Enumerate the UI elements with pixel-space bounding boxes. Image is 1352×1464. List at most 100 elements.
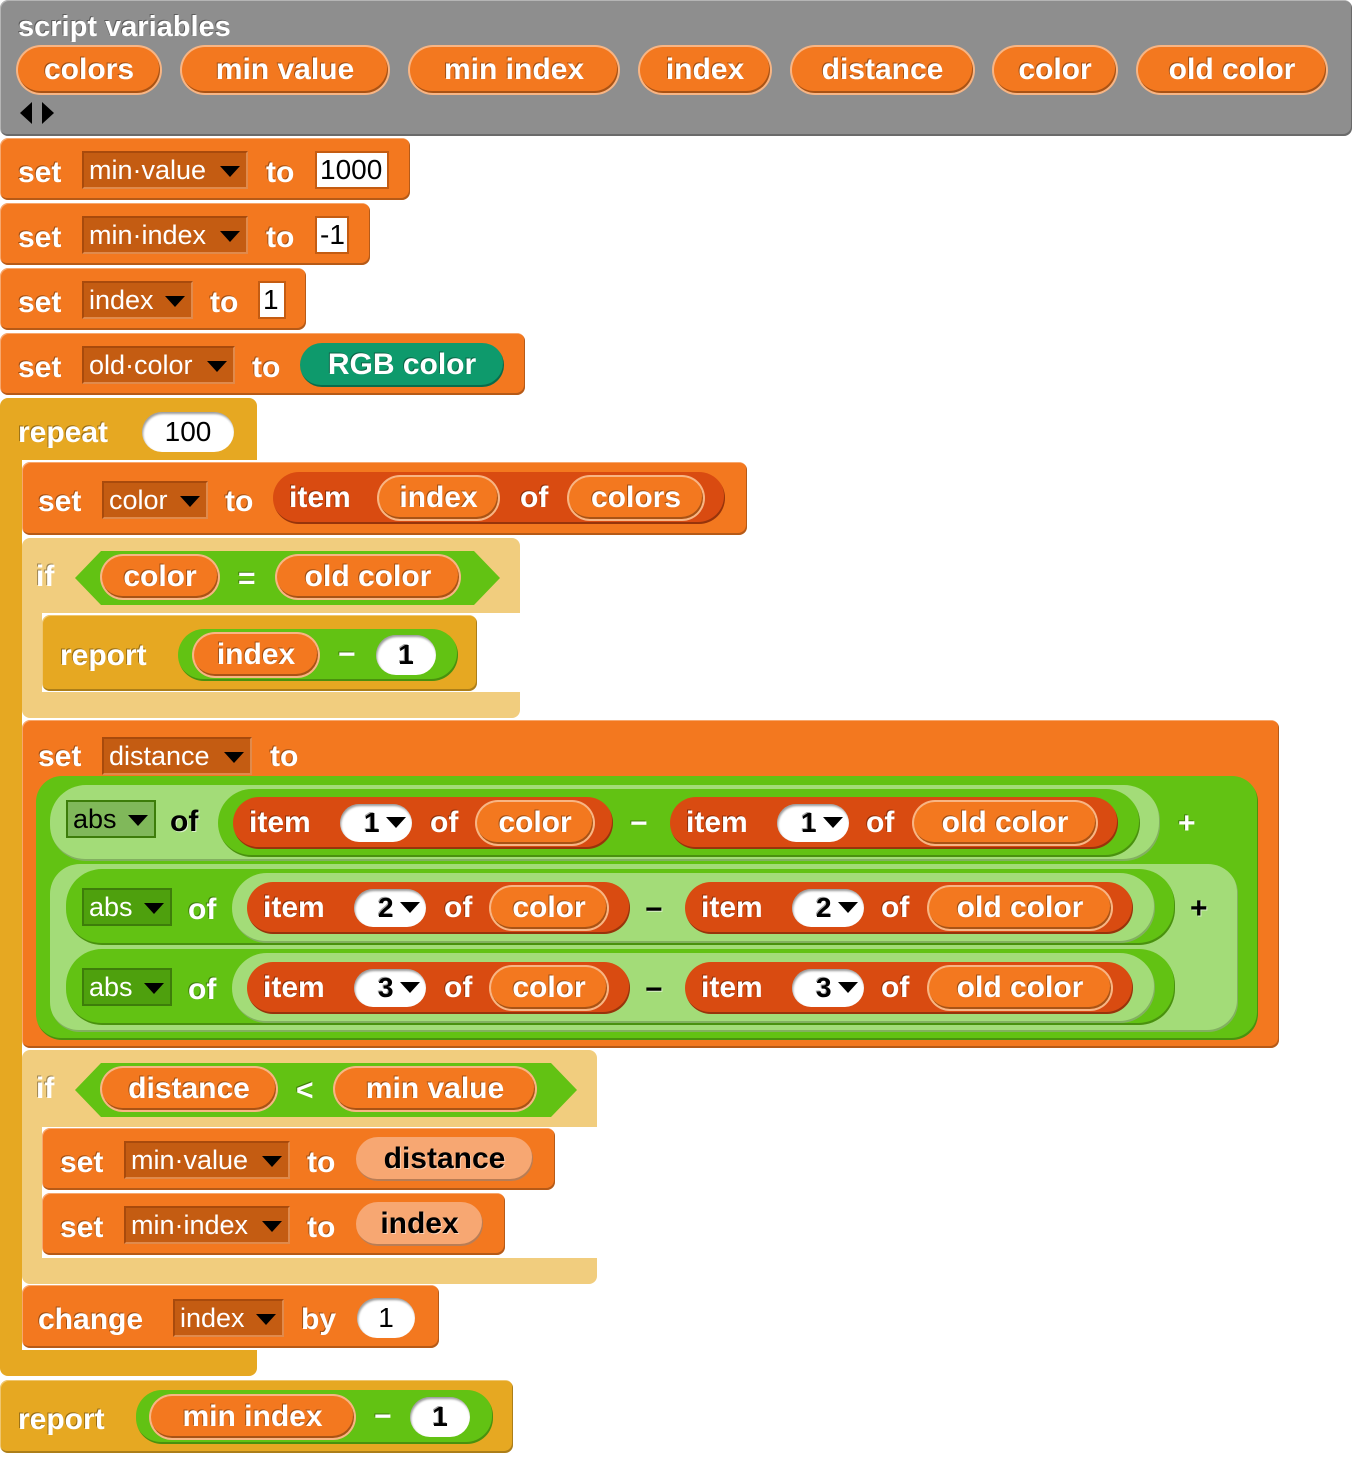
var-color[interactable]: color <box>489 885 609 931</box>
var-old-color[interactable]: old color <box>912 800 1098 846</box>
dropdown-arrow-icon <box>823 817 843 828</box>
variable-dropdown[interactable]: min·value <box>82 151 248 189</box>
if-bottom <box>22 1258 597 1284</box>
item-of-reporter[interactable]: item 3 of old color <box>685 962 1133 1014</box>
minus-reporter[interactable]: index − 1 <box>178 629 458 681</box>
minus-reporter[interactable]: item 3 of color − item 3 of old color <box>232 953 1155 1023</box>
script-variables-block[interactable]: script variables colors min value min in… <box>0 0 1352 136</box>
dropdown-value: abs <box>89 972 133 1002</box>
change-index-block[interactable]: change index by 1 <box>22 1285 439 1348</box>
index-dropdown[interactable]: 3 <box>354 969 426 1007</box>
if-block[interactable]: if color = old color <box>22 538 520 613</box>
dropdown-arrow-icon <box>838 902 858 913</box>
var-colors[interactable]: colors <box>567 475 705 521</box>
variable-dropdown[interactable]: old·color <box>82 346 235 384</box>
var-old-color[interactable]: old color <box>1136 45 1328 95</box>
value-input[interactable]: 1000 <box>315 151 389 189</box>
number-input[interactable]: 1 <box>357 1298 415 1338</box>
var-distance[interactable]: distance <box>790 45 975 95</box>
var-colors[interactable]: colors <box>16 45 162 95</box>
variable-dropdown[interactable]: color <box>102 481 208 519</box>
variable-dropdown[interactable]: index <box>173 1299 284 1337</box>
var-index[interactable]: index <box>192 632 320 678</box>
variable-dropdown[interactable]: min·index <box>124 1206 290 1244</box>
index-dropdown[interactable]: 2 <box>792 889 864 927</box>
set-min-value-block[interactable]: set min·value to 1000 <box>0 138 410 200</box>
set-index-block[interactable]: set index to 1 <box>0 268 306 330</box>
var-index[interactable]: index <box>356 1202 483 1246</box>
abs-of-reporter[interactable]: abs of item 3 of color − item 3 of old c… <box>66 949 1175 1025</box>
repeat-count-input[interactable]: 100 <box>142 412 234 452</box>
var-distance[interactable]: distance <box>356 1137 533 1181</box>
minus-reporter[interactable]: item 1 of color − item 1 of old color <box>218 789 1140 857</box>
set-min-value-block[interactable]: set min·value to distance <box>42 1128 555 1190</box>
rgb-color-reporter[interactable]: RGB color <box>300 343 504 387</box>
variable-dropdown[interactable]: min·value <box>124 1141 290 1179</box>
item-of-reporter[interactable]: item 3 of color <box>247 962 630 1014</box>
item-of-reporter[interactable]: item index of colors <box>273 472 725 524</box>
set-min-index-block[interactable]: set min·index to index <box>42 1193 505 1255</box>
abs-of-reporter[interactable]: abs of item 1 of color − item 1 of old c… <box>50 785 1160 861</box>
index-dropdown[interactable]: 3 <box>792 969 864 1007</box>
set-old-color-block[interactable]: set old·color to RGB color <box>0 333 525 395</box>
number-input[interactable]: 1 <box>376 635 436 675</box>
less-than-label: < <box>296 1074 314 1107</box>
index-dropdown[interactable]: 1 <box>777 804 849 842</box>
dropdown-value: old·color <box>89 350 193 380</box>
minus-label: − <box>374 1400 392 1433</box>
variable-dropdown[interactable]: min·index <box>82 216 248 254</box>
number-input[interactable]: 1 <box>410 1397 470 1437</box>
function-dropdown[interactable]: abs <box>82 968 172 1006</box>
variable-dropdown[interactable]: distance <box>102 737 252 775</box>
dropdown-arrow-icon <box>207 361 227 372</box>
set-color-block[interactable]: set color to item index of colors <box>22 462 747 535</box>
function-dropdown[interactable]: abs <box>66 800 156 838</box>
report-block[interactable]: report index − 1 <box>42 615 477 691</box>
equals-predicate[interactable]: color = old color <box>75 551 500 605</box>
index-dropdown[interactable]: 2 <box>354 889 426 927</box>
set-distance-block[interactable]: set distance to abs of item 1 of color −… <box>22 720 1279 1048</box>
var-min-index[interactable]: min index <box>408 45 620 95</box>
value-input[interactable]: -1 <box>315 216 349 254</box>
var-old-color[interactable]: old color <box>927 965 1113 1011</box>
sum-reporter[interactable]: abs of item 1 of color − item 1 of old c… <box>36 776 1258 1040</box>
abs-of-reporter[interactable]: abs of item 2 of color − item 2 of old c… <box>66 869 1175 945</box>
item-of-reporter[interactable]: item 1 of color <box>233 797 613 849</box>
change-label: change <box>38 1303 144 1336</box>
var-distance[interactable]: distance <box>100 1066 278 1112</box>
var-color[interactable]: color <box>475 800 595 846</box>
dropdown-value: min·value <box>131 1145 249 1175</box>
var-min-index[interactable]: min index <box>149 1394 356 1440</box>
report-label: report <box>18 1403 105 1436</box>
report-block[interactable]: report min index − 1 <box>0 1380 513 1453</box>
less-than-predicate[interactable]: distance < min value <box>75 1063 577 1117</box>
dropdown-value: 3 <box>816 972 832 1003</box>
var-color[interactable]: color <box>100 554 220 600</box>
set-min-index-block[interactable]: set min·index to -1 <box>0 203 370 265</box>
minus-reporter[interactable]: min index − 1 <box>136 1390 493 1444</box>
arrow-left-icon[interactable] <box>20 102 32 124</box>
index-dropdown[interactable]: 1 <box>340 804 412 842</box>
var-old-color[interactable]: old color <box>275 554 461 600</box>
plus-label: + <box>1190 892 1208 925</box>
var-old-color[interactable]: old color <box>927 885 1113 931</box>
value-input[interactable]: 1 <box>258 281 286 319</box>
function-dropdown[interactable]: abs <box>82 888 172 926</box>
var-color[interactable]: color <box>489 965 609 1011</box>
var-index[interactable]: index <box>638 45 772 95</box>
var-min-value[interactable]: min value <box>180 45 390 95</box>
var-index[interactable]: index <box>377 475 500 521</box>
if-block[interactable]: if distance < min value <box>22 1050 597 1127</box>
of-label: of <box>881 971 910 1004</box>
minus-reporter[interactable]: item 2 of color − item 2 of old color <box>232 873 1155 943</box>
var-color[interactable]: color <box>992 45 1118 95</box>
variable-dropdown[interactable]: index <box>82 281 193 319</box>
repeat-block[interactable]: repeat 100 <box>0 398 257 460</box>
of-label: of <box>866 806 895 839</box>
arrow-right-icon[interactable] <box>42 102 54 124</box>
item-of-reporter[interactable]: item 1 of old color <box>670 797 1118 849</box>
item-of-reporter[interactable]: item 2 of old color <box>685 882 1133 934</box>
var-min-value[interactable]: min value <box>333 1066 537 1112</box>
item-of-reporter[interactable]: item 2 of color <box>247 882 630 934</box>
sum-reporter[interactable]: abs of item 2 of color − item 2 of old c… <box>50 864 1238 1032</box>
